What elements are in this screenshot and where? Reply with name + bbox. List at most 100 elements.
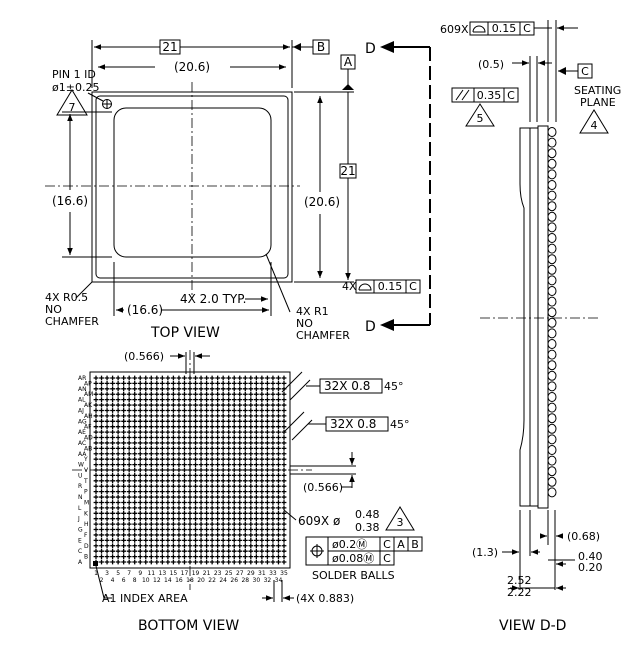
solder-ball — [259, 543, 265, 549]
solder-ball — [171, 435, 176, 440]
solder-ball — [132, 424, 138, 430]
solder-ball — [99, 429, 104, 435]
solder-ball — [226, 456, 232, 462]
solder-ball — [215, 424, 221, 430]
solder-ball — [237, 456, 243, 462]
solder-ball — [132, 451, 138, 457]
solder-ball — [165, 402, 171, 408]
solder-ball — [242, 397, 248, 403]
side-solder-ball — [547, 339, 557, 349]
solder-ball — [276, 375, 281, 381]
solder-ball — [281, 408, 287, 413]
solder-ball — [165, 543, 171, 549]
solder-ball — [253, 510, 259, 516]
solder-ball — [198, 516, 204, 522]
solder-ball — [204, 505, 209, 511]
solder-ball — [126, 554, 132, 559]
a1-index-label: A1 INDEX AREA — [102, 592, 188, 605]
solder-ball — [253, 478, 259, 484]
side-datum-c: C — [581, 65, 589, 78]
solder-ball — [165, 381, 171, 386]
solder-ball — [265, 408, 270, 413]
solder-ball — [132, 462, 138, 467]
solder-ball — [115, 445, 121, 451]
solder-ball — [171, 527, 176, 532]
solder-ball — [132, 489, 138, 495]
solder-ball — [93, 478, 99, 484]
solder-ball — [259, 408, 265, 413]
solder-ball — [176, 418, 182, 424]
solder-ball — [115, 473, 121, 478]
solder-ball — [143, 435, 149, 440]
solder-ball — [209, 478, 215, 484]
solder-ball — [137, 500, 143, 505]
solder-ball — [253, 413, 259, 419]
solder-ball — [154, 521, 160, 527]
solder-ball — [198, 483, 204, 489]
ball-grid: ARAPANAMALAKAJAHAGAFAEADACABAAYWVUTRPNML… — [77, 375, 288, 584]
solder-ball — [226, 386, 232, 392]
solder-ball — [231, 445, 237, 451]
solder-ball — [154, 505, 160, 511]
solder-ball — [121, 451, 127, 457]
solder-ball — [110, 445, 115, 451]
solder-ball — [110, 451, 115, 457]
solder-ball — [270, 375, 276, 381]
tol-1-datum-a: A — [397, 538, 405, 551]
chamfer-1: 32X 0.8 — [324, 379, 370, 393]
solder-ball — [159, 510, 165, 516]
solder-ball — [215, 537, 221, 543]
solder-ball — [242, 559, 248, 565]
side-solder-ball — [547, 370, 557, 381]
solder-ball — [148, 489, 154, 495]
solder-ball — [204, 456, 209, 462]
solder-ball — [253, 537, 259, 543]
solder-ball — [259, 445, 265, 451]
solder-ball — [115, 435, 121, 440]
solder-ball — [198, 413, 204, 419]
solder-ball — [231, 435, 237, 440]
solder-ball — [248, 456, 254, 462]
solder-ball — [276, 510, 281, 516]
row-label: AG — [78, 418, 87, 425]
solder-ball — [176, 397, 182, 403]
tol-1: ø0.2Ⓜ — [332, 538, 367, 551]
solder-ball — [159, 543, 165, 549]
solder-ball — [110, 489, 115, 495]
solder-ball — [231, 548, 237, 554]
solder-ball — [93, 456, 99, 462]
solder-ball — [137, 451, 143, 457]
solder-ball — [259, 494, 265, 500]
row-label: AM — [84, 391, 93, 398]
solder-ball — [215, 489, 221, 495]
solder-ball — [265, 537, 270, 543]
solder-ball — [165, 559, 171, 565]
solder-ball — [132, 397, 138, 403]
solder-ball — [270, 554, 276, 559]
solder-ball — [242, 521, 248, 527]
solder-ball — [204, 424, 209, 430]
solder-ball — [182, 375, 187, 381]
solder-ball — [242, 478, 248, 484]
side-view-title: VIEW D-D — [499, 618, 566, 634]
solder-ball — [159, 413, 165, 419]
solder-ball — [121, 435, 127, 440]
solder-ball — [215, 559, 221, 565]
solder-ball — [204, 510, 209, 516]
solder-ball — [165, 386, 171, 392]
solder-ball — [137, 483, 143, 489]
solder-ball — [270, 543, 276, 549]
solder-ball — [220, 418, 226, 424]
solder-ball — [265, 445, 270, 451]
row-label: AL — [78, 397, 86, 404]
solder-ball — [220, 413, 226, 419]
solder-ball — [104, 397, 110, 403]
solder-ball — [270, 381, 276, 386]
solder-ball — [126, 483, 132, 489]
solder-ball — [93, 554, 99, 559]
row-label: E — [78, 537, 82, 544]
solder-ball — [171, 429, 176, 435]
solder-ball — [93, 489, 99, 495]
r1-note-3: CHAMFER — [296, 329, 350, 342]
solder-ball — [193, 451, 198, 457]
